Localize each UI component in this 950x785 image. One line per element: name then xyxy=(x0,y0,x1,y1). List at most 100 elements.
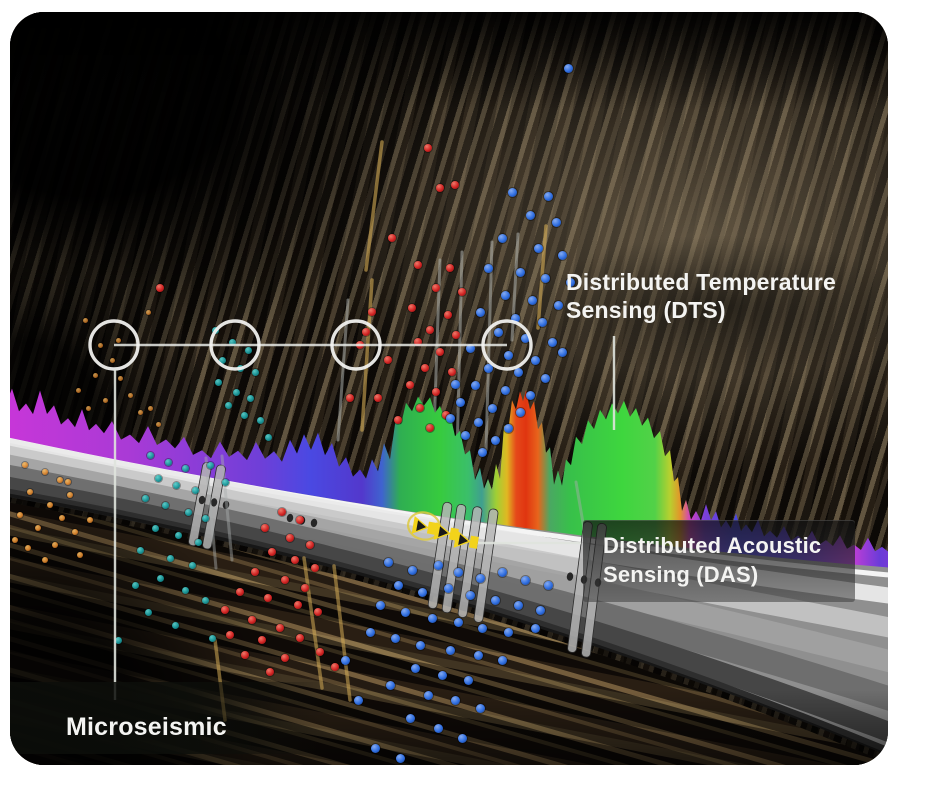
microseismic-event-dot-blue xyxy=(340,655,350,665)
microseismic-event-dot-blue xyxy=(383,557,393,567)
acoustic-icon-ring xyxy=(406,511,442,541)
icon-inner xyxy=(458,534,468,546)
microseismic-event-dot-blue xyxy=(540,373,550,383)
microseismic-event-dot-teal xyxy=(188,561,196,569)
microseismic-event-dot-red xyxy=(421,364,429,372)
microseismic-event-dot-teal xyxy=(244,346,252,354)
microseismic-event-dot-blue xyxy=(453,567,463,577)
microseismic-event-dot-teal xyxy=(174,531,182,539)
microseismic-event-dot-blue xyxy=(490,435,500,445)
microseismic-event-dot-orange xyxy=(85,405,91,411)
microseismic-event-dot-red xyxy=(374,394,382,402)
microseismic-event-dot-blue xyxy=(493,327,503,337)
perforation-port xyxy=(310,518,318,528)
microseismic-event-dot-teal xyxy=(224,401,232,409)
fracture-lines-above-well xyxy=(336,140,548,498)
stage-circle xyxy=(330,319,382,371)
microseismic-event-dot-blue xyxy=(473,417,483,427)
microseismic-event-dot-blue xyxy=(475,307,485,317)
stage-circle xyxy=(209,319,261,371)
microseismic-event-dot-orange xyxy=(27,489,33,495)
microseismic-event-dot-blue xyxy=(497,233,507,243)
microseismic-event-dot-orange xyxy=(35,525,41,531)
microseismic-event-dot-blue xyxy=(465,590,475,600)
microseismic-event-dot-red xyxy=(226,631,234,639)
microseismic-event-dot-blue xyxy=(427,613,437,623)
microseismic-event-dot-orange xyxy=(22,462,28,468)
microseismic-event-dot-red xyxy=(368,308,376,316)
microseismic-event-dot-red xyxy=(406,381,414,389)
microseismic-event-dot-blue xyxy=(520,333,530,343)
microseismic-event-dot-teal xyxy=(141,494,149,502)
microseismic-event-dot-blue xyxy=(390,633,400,643)
microseismic-event-dot-blue xyxy=(497,567,507,577)
microseismic-event-dot-teal xyxy=(240,411,248,419)
microseismic-event-dot-red xyxy=(291,556,299,564)
microseismic-event-dot-red xyxy=(458,288,466,296)
microseismic-event-dot-teal xyxy=(251,368,259,376)
microseismic-event-dot-blue xyxy=(455,397,465,407)
microseismic-event-dot-teal xyxy=(191,486,199,494)
microseismic-event-dot-blue xyxy=(463,675,473,685)
microseismic-event-dot-orange xyxy=(57,477,63,483)
fracture-lines-below-well xyxy=(204,454,592,722)
microseismic-event-dot-orange xyxy=(109,357,115,363)
microseismic-event-dot-blue xyxy=(530,355,540,365)
microseismic-event-dot-teal xyxy=(201,514,209,522)
microseismic-event-dot-blue xyxy=(507,187,517,197)
microseismic-event-dot-blue xyxy=(393,580,403,590)
annotation-layer xyxy=(88,319,616,700)
microseismic-event-dot-orange xyxy=(115,337,121,343)
microseismic-event-dot-teal xyxy=(218,356,226,364)
microseismic-event-dot-red xyxy=(156,284,164,292)
perforation-port xyxy=(210,498,218,507)
microseismic-event-dot-blue xyxy=(497,655,507,665)
microseismic-event-dot-teal xyxy=(154,474,162,482)
microseismic-event-dot-red xyxy=(414,338,422,346)
microseismic-event-dot-red xyxy=(266,668,274,676)
microseismic-event-dot-blue xyxy=(433,560,443,570)
microseismic-event-dot-teal xyxy=(201,596,209,604)
microseismic-event-dot-orange xyxy=(65,479,71,485)
microseismic-event-dot-red xyxy=(388,234,396,242)
microseismic-event-dot-teal xyxy=(206,461,214,469)
microseismic-event-dot-orange xyxy=(87,517,93,523)
microseismic-event-dot-blue xyxy=(490,595,500,605)
microseismic-event-dot-orange xyxy=(59,515,65,521)
perforation-port xyxy=(198,495,206,505)
microseismic-event-dot-red xyxy=(281,654,289,662)
microseismic-event-dot-blue xyxy=(503,627,513,637)
microseismic-event-dot-blue xyxy=(527,295,537,305)
microseismic-event-dot-blue xyxy=(543,580,553,590)
microseismic-event-dot-blue xyxy=(450,695,460,705)
microseismic-event-dot-blue xyxy=(515,267,525,277)
microseismic-event-dot-red xyxy=(314,608,322,616)
microseismic-event-dot-blue xyxy=(473,650,483,660)
microseismic-event-dot-blue xyxy=(551,217,561,227)
wellbore-and-dts-data xyxy=(10,388,888,765)
microseismic-event-dot-red xyxy=(281,576,289,584)
microseismic-event-dot-orange xyxy=(72,529,78,535)
microseismic-event-dot-blue xyxy=(370,743,380,753)
subsurface-figure: Distributed Temperature Sensing (DTS) Di… xyxy=(10,12,888,765)
microseismic-event-dot-red xyxy=(346,394,354,402)
icon-inner xyxy=(438,526,448,538)
microseismic-event-dot-orange xyxy=(25,545,31,551)
perforation-port xyxy=(566,572,574,581)
microseismic-event-dot-blue xyxy=(417,587,427,597)
microseismic-event-dot-teal xyxy=(156,574,164,582)
perforation-port xyxy=(298,516,306,525)
microseismic-event-dot-red xyxy=(316,648,324,656)
microseismic-event-dot-blue xyxy=(477,623,487,633)
microseismic-event-dot-blue xyxy=(443,583,453,593)
dts-label: Distributed Temperature Sensing (DTS) xyxy=(566,268,836,324)
shadow-vignette-bottom xyxy=(10,12,888,765)
microseismic-event-dot-teal xyxy=(114,636,122,644)
casing-collar xyxy=(188,462,212,547)
microseismic-event-dot-red xyxy=(261,524,269,532)
casing-collar xyxy=(441,504,467,614)
microseismic-event-dot-blue xyxy=(483,263,493,273)
fracture-strand xyxy=(204,456,218,570)
microseismic-event-dot-orange xyxy=(12,537,18,543)
fracture-strand xyxy=(484,240,494,452)
